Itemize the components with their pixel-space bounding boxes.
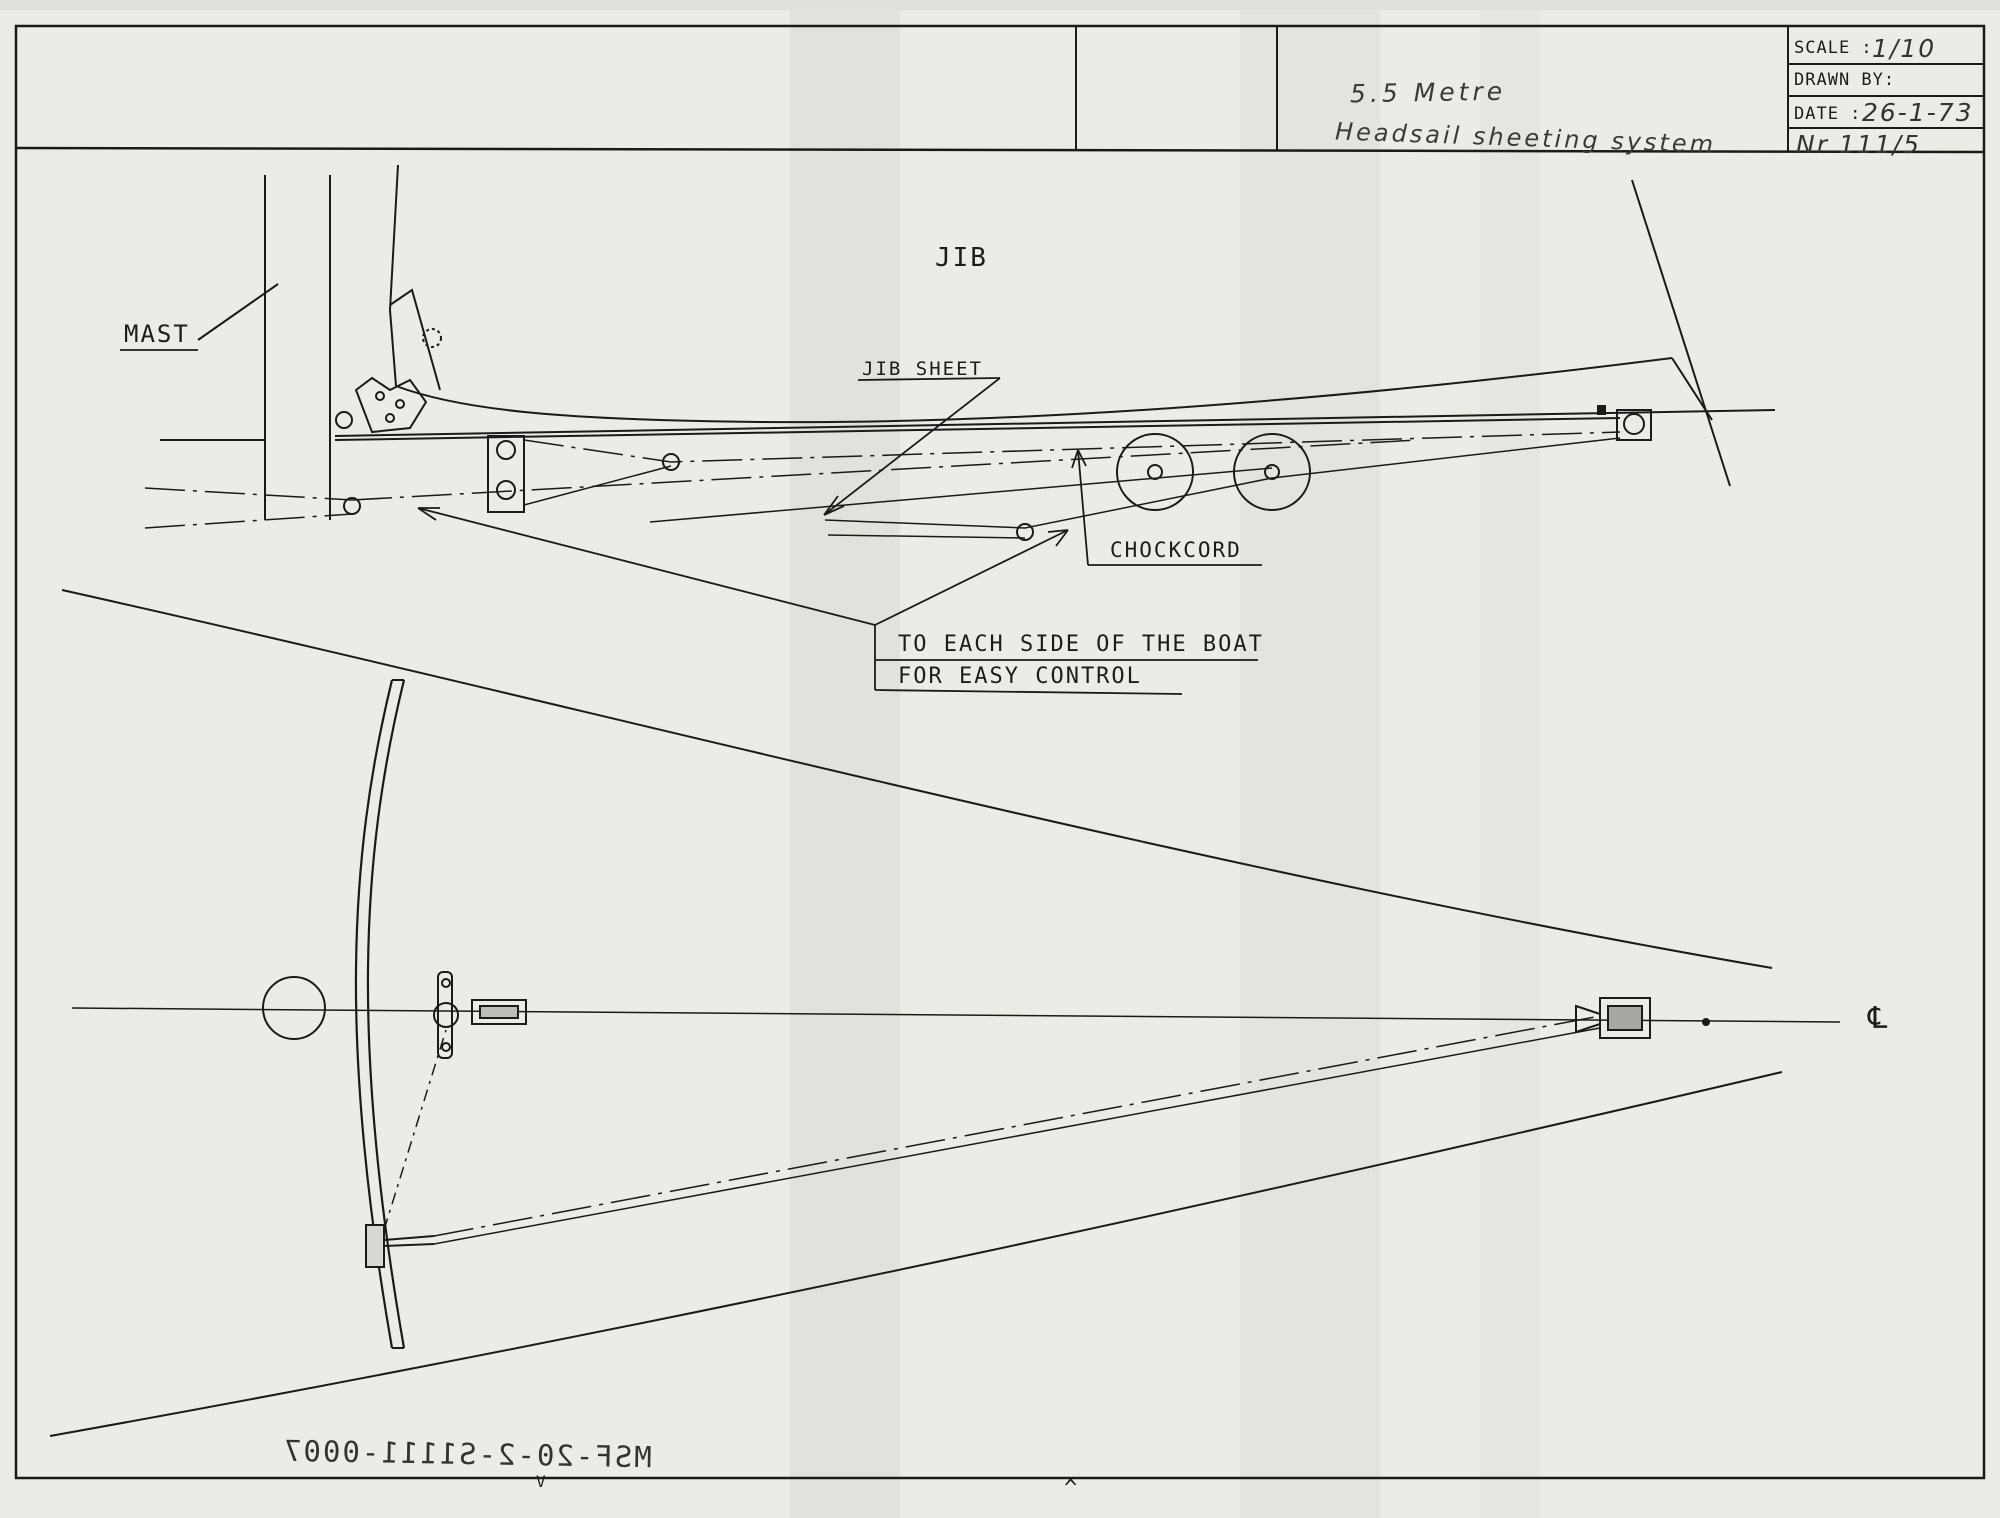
scale-value: 1/10 xyxy=(1872,34,1937,63)
mast-base-block xyxy=(433,971,527,1059)
note-line-2: FOR EASY CONTROL xyxy=(898,664,1142,689)
date-value: 26-1-73 xyxy=(1862,98,1974,127)
leader-lines xyxy=(120,349,1262,695)
jib-sheet-label: JIB SHEET xyxy=(862,358,983,380)
hull-outline xyxy=(49,589,1783,1437)
traveller-car xyxy=(365,1224,435,1268)
mast xyxy=(160,175,331,520)
deck-line xyxy=(334,409,1776,441)
date-label: DATE : xyxy=(1794,104,1862,124)
scale-label: SCALE : xyxy=(1794,38,1873,58)
deck-blocks xyxy=(343,405,1652,541)
bottom-center-mark: ^ xyxy=(1064,1476,1078,1501)
mast-section xyxy=(262,976,326,1040)
jib-sail xyxy=(388,164,1731,487)
jib-label: JIB xyxy=(935,243,988,273)
bottom-tick-mark: V xyxy=(536,1472,546,1491)
chockcord-label: CHOCKCORD xyxy=(1110,538,1242,562)
centerline xyxy=(71,1007,1841,1023)
archive-stamp: MSF-20-2-S1111-0007 xyxy=(281,1433,653,1475)
jib-chainplate-fitting xyxy=(335,328,442,434)
note-line-1: TO EACH SIDE OF THE BOAT xyxy=(898,632,1264,657)
forward-block xyxy=(1575,997,1710,1039)
centerline-symbol: ℄ xyxy=(1868,1001,1888,1036)
plan-sheet-lines xyxy=(383,1015,1601,1245)
mast-label: MAST xyxy=(124,320,190,348)
sheet-lines xyxy=(144,431,1621,539)
drawing-title: 5.5 Metre xyxy=(1349,76,1507,109)
drawing-border xyxy=(14,24,1986,1480)
drawn-by-label: DRAWN BY: xyxy=(1794,70,1896,90)
drawing-number: Nr 111/5 xyxy=(1796,130,1921,159)
